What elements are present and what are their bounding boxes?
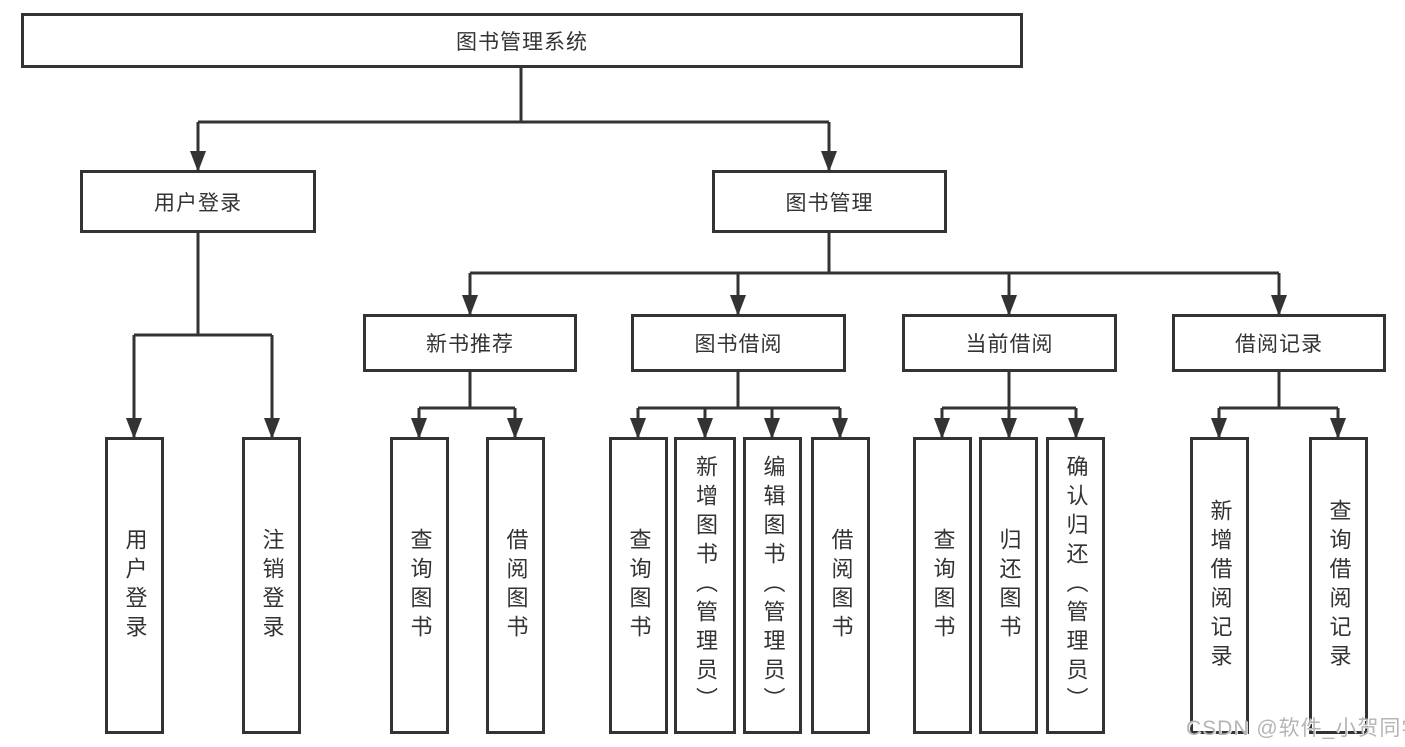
arrowhead — [1211, 418, 1227, 439]
arrowhead — [934, 418, 950, 439]
leaf-label: 借阅图书 — [503, 527, 529, 644]
node-user-login: 用户登录 — [80, 170, 316, 233]
leaf-label: 注销登录 — [259, 527, 285, 644]
connector-userlogin-to-leaves — [132, 233, 274, 437]
arrowhead — [462, 295, 478, 316]
leaf-borrow-query: 查询图书 — [609, 437, 668, 734]
leaf-label: 归还图书 — [996, 527, 1022, 644]
arrowhead — [507, 418, 523, 439]
connector-root-to-level2 — [196, 67, 831, 170]
leaf-logout: 注销登录 — [242, 437, 301, 734]
node-root-library-system: 图书管理系统 — [21, 13, 1023, 68]
leaf-label: 新增图书（管理员） — [693, 455, 718, 716]
node-current-borrow: 当前借阅 — [902, 314, 1117, 372]
connector-currentborrow-to-leaves — [940, 372, 1078, 437]
node-new-book-recommend: 新书推荐 — [363, 314, 577, 372]
arrowhead — [264, 418, 280, 439]
leaf-current-query: 查询图书 — [913, 437, 972, 734]
leaf-label: 借阅图书 — [828, 527, 854, 644]
leaf-records-query: 查询借阅记录 — [1309, 437, 1368, 734]
leaf-label: 查询图书 — [626, 527, 652, 644]
leaf-label: 查询图书 — [930, 527, 956, 644]
arrowhead — [1271, 295, 1287, 316]
leaf-label: 查询图书 — [407, 527, 433, 644]
arrowhead — [126, 418, 142, 439]
leaf-label: 编辑图书（管理员） — [760, 455, 786, 716]
arrowhead — [764, 418, 780, 439]
arrowhead — [411, 418, 427, 439]
node-borrow-records: 借阅记录 — [1172, 314, 1386, 372]
connector-newbooks-to-leaves — [417, 372, 517, 437]
node-book-management: 图书管理 — [712, 170, 947, 233]
leaf-current-confirm-admin: 确认归还（管理员） — [1046, 437, 1105, 734]
arrowhead — [821, 151, 837, 172]
leaf-label: 确认归还（管理员） — [1063, 455, 1089, 716]
connector-bookborrow-to-leaves — [636, 372, 842, 437]
arrowhead — [1001, 295, 1017, 316]
leaf-newbooks-borrow: 借阅图书 — [486, 437, 545, 734]
leaf-label: 用户登录 — [122, 527, 148, 644]
leaf-borrow-edit-admin: 编辑图书（管理员） — [743, 437, 802, 734]
arrowhead — [1001, 418, 1017, 439]
leaf-current-return: 归还图书 — [979, 437, 1038, 734]
connector-bookmgmt-to-level3 — [468, 233, 1281, 314]
leaf-label: 查询借阅记录 — [1326, 498, 1352, 673]
arrowhead — [730, 295, 746, 316]
connector-borrowrecords-to-leaves — [1217, 372, 1340, 437]
arrowhead — [697, 418, 713, 439]
leaf-label: 新增借阅记录 — [1207, 498, 1233, 673]
csdn-watermark: CSDN @软件_小贺同学 — [1186, 717, 1405, 740]
arrowhead — [832, 418, 848, 439]
leaf-borrow-add-admin: 新增图书（管理员） — [674, 437, 736, 734]
node-book-borrow: 图书借阅 — [631, 314, 846, 372]
arrowhead — [1330, 418, 1346, 439]
leaf-borrow-borrow: 借阅图书 — [811, 437, 870, 734]
arrowhead — [630, 418, 646, 439]
arrowhead — [1068, 418, 1084, 439]
arrowhead — [190, 151, 206, 172]
leaf-newbooks-query: 查询图书 — [390, 437, 449, 734]
leaf-records-add: 新增借阅记录 — [1190, 437, 1249, 734]
leaf-user-login: 用户登录 — [105, 437, 164, 734]
